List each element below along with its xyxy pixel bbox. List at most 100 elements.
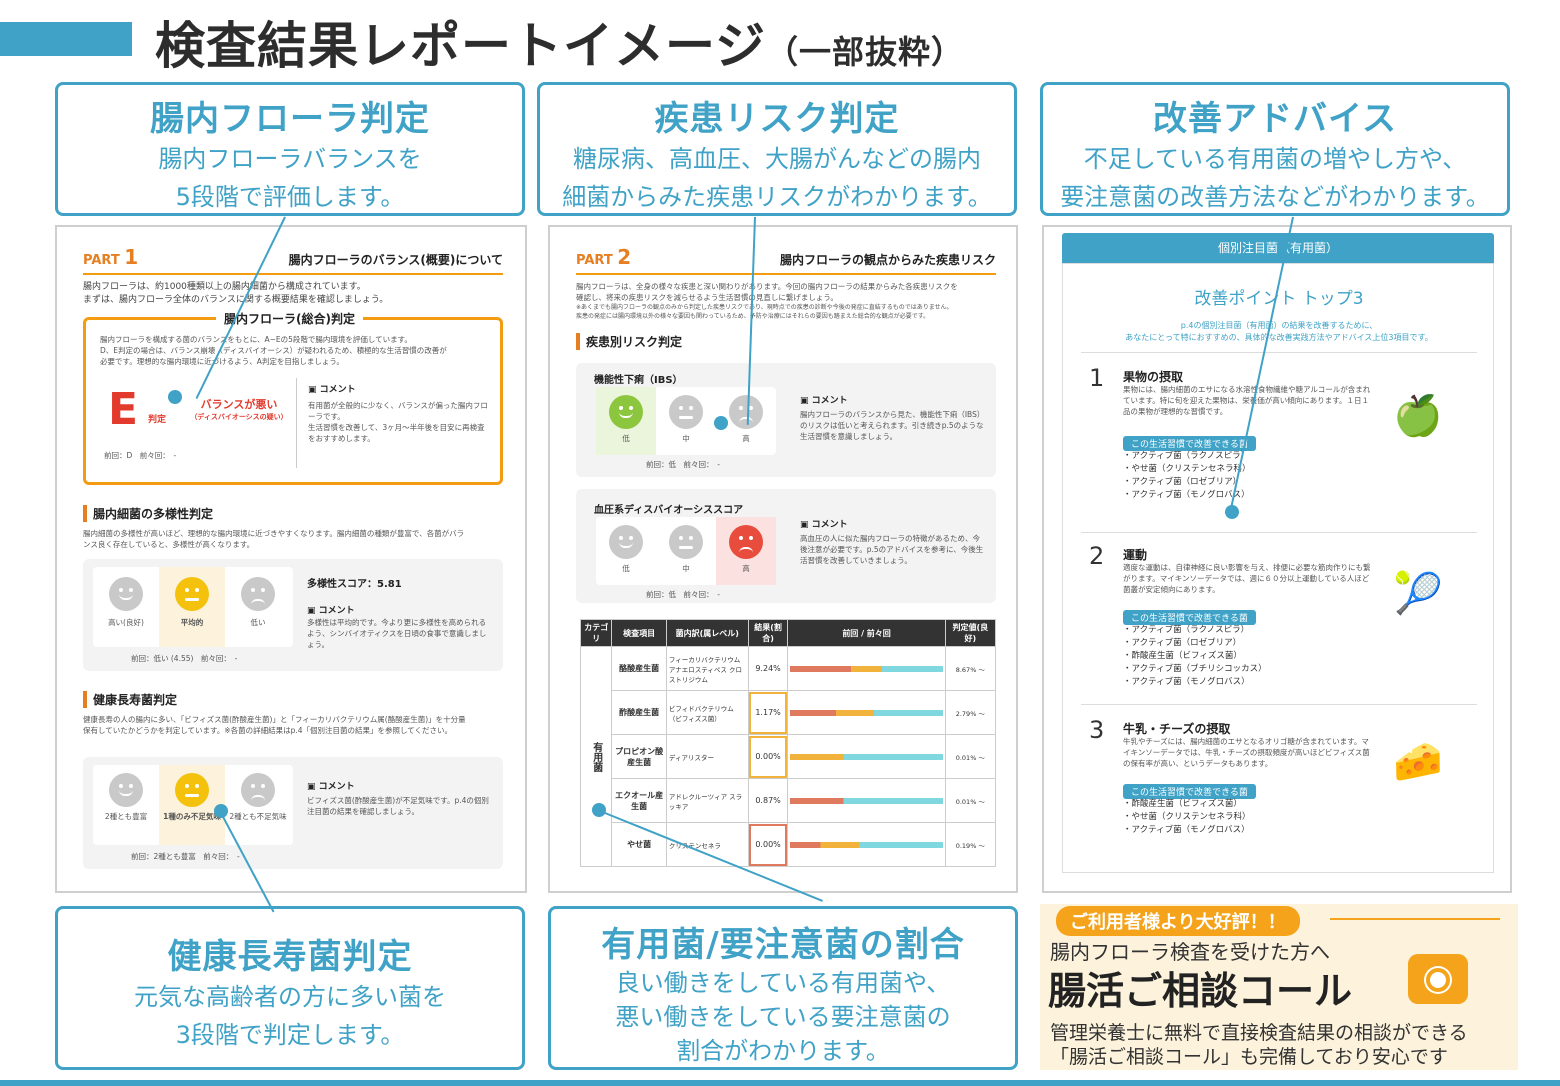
longevity-prev: 前回：2種とも豊富 前々回： -: [131, 852, 240, 861]
part2-divider: [576, 273, 996, 275]
table-row-genus: ディアリスター: [665, 734, 749, 779]
diversity-prev: 前回：低い (4.55) 前々回： -: [131, 654, 238, 663]
flora-prev: 前回：D 前々回： -: [104, 451, 177, 460]
table-row-bar: [787, 646, 946, 691]
ibs-title: 機能性下痢（IBS）: [594, 375, 683, 386]
bp-comment: 高血圧の人に似た腸内フローラの特徴があるため、今後注意が必要です。p.5のアドバ…: [800, 534, 984, 565]
face-sad-icon: [241, 773, 275, 807]
table-row-genus: クリステンセネラ: [665, 822, 749, 867]
face-sad-icon: [729, 525, 763, 559]
advice-title: 改善ポイント トップ3: [1194, 289, 1364, 309]
part2-note2: 疾患の発症には腸内環境以外の様々な要因も関わっているため、予防や治療にはそれらの…: [576, 313, 930, 320]
flora-box-text2: D、E判定の場合は、バランス崩壊（ディスバイオーシス）が疑われるため、積極的な生…: [100, 346, 447, 355]
ibs-face-label-low: 低: [622, 434, 630, 443]
table-row-ref: 8.67% 〜: [944, 646, 997, 691]
connector-dot: [592, 803, 606, 817]
callout-disease-line2: 細菌からみた疾患リスクがわかります。: [562, 183, 992, 211]
advice-point-number: 1: [1089, 364, 1105, 392]
table-row-bar: [787, 778, 946, 823]
part1-title: 腸内フローラのバランス(概要)について: [288, 253, 503, 267]
longevity-face-label-2: 1種のみ不足気味: [163, 812, 221, 821]
th-prev: 前回 / 前々回: [787, 619, 946, 647]
advice-point-number: 2: [1089, 542, 1105, 570]
diversity-face-label-high: 高い(良好): [108, 618, 144, 627]
table-row-item: エクオール産生菌: [611, 778, 667, 823]
flora-comment1: 有用菌が全般的に少なく、バランスが偏った腸内フローラです。: [308, 401, 488, 421]
advice-item: アクティブ菌（モノグロバス）: [1123, 824, 1251, 837]
longevity-face-label-3: 2種とも不足気味: [229, 812, 287, 821]
advice-point-title: 果物の摂取: [1123, 370, 1184, 384]
advice-item: 酢酸産生菌（ビフィズス菌）: [1123, 798, 1251, 811]
advice-tag: この生活習慣で改善できる菌: [1123, 432, 1256, 451]
advice-point-3: 3 牛乳・チーズの摂取 牛乳やチーズには、腸内細菌のエサとなるオリゴ糖が含まれて…: [1081, 714, 1477, 864]
bp-faces: 低 中 高: [596, 517, 776, 585]
table-row-bar: [787, 690, 946, 735]
report-panel-part2: PART 2 腸内フローラの観点からみた疾患リスク 腸内フローラは、全身の様々な…: [548, 225, 1018, 893]
table-row-item: やせ菌: [611, 822, 667, 867]
page-title-text: 検査結果レポートイメージ: [155, 17, 766, 75]
advice-item: アクティブ菌（ブチリシコッカス）: [1123, 663, 1267, 676]
flora-comment-label: ▣ コメント: [308, 385, 356, 395]
connector-dot: [168, 390, 182, 404]
advice-item: アクティブ菌（モノグロバス）: [1123, 489, 1251, 502]
callout-longevity: 健康長寿菌判定 元気な高齢者の方に多い菌を 3段階で判定します。: [55, 906, 525, 1070]
part-label: PART 2: [576, 245, 632, 269]
diversity-face-label-mid: 平均的: [180, 618, 204, 627]
bp-card: 血圧系ディスバイオーシススコア 低 中 高 前回：低 前々回： - ▣ コメント…: [576, 489, 996, 603]
advice-tag: この生活習慣で改善できる菌: [1123, 606, 1256, 625]
face-smile-icon: [609, 395, 643, 429]
advice-point-title: 牛乳・チーズの摂取: [1123, 722, 1231, 736]
table-row-item: 酢酸産生菌: [611, 690, 667, 735]
longevity-faces: 2種とも豊富 1種のみ不足気味 2種とも不足気味: [93, 765, 293, 845]
bp-title: 血圧系ディスバイオーシススコア: [594, 505, 744, 516]
report-panel-advice: 個別注目菌（有用菌） 改善ポイント トップ3 p.4の個別注目菌（有用菌）の結果…: [1042, 225, 1512, 893]
callout-disease-line1: 糖尿病、高血圧、大腸がんなどの腸内: [573, 145, 981, 173]
connector-dot: [214, 804, 228, 818]
flora-comment2: 生活習慣を改善して、3ヶ月〜半年後を目安に再検査をおすすめします。: [308, 423, 485, 443]
bottom-accent-bar: [0, 1080, 1560, 1086]
diversity-text1: 腸内細菌の多様性が高いほど、理想的な腸内環境に近づきやすくなります。腸内細菌の種…: [83, 529, 465, 538]
advice-item: やせ菌（クリステンセネラ科）: [1123, 811, 1251, 824]
callout-ratio-line2: 悪い働きをしている要注意菌の: [615, 1003, 951, 1031]
part1-divider: [83, 273, 503, 275]
callout-flora-line1: 腸内フローラバランスを: [158, 145, 422, 173]
table-row-item: プロピオン酸産生菌: [611, 734, 667, 779]
ibs-card: 機能性下痢（IBS） 低 中 高 前回：低 前々回： - ▣ コメント 腸内フロ…: [576, 363, 996, 477]
advice-intro1: p.4の個別注目菌（有用菌）の結果を改善するために、: [1180, 321, 1378, 330]
diversity-faces: 高い(良好) 平均的 低い: [93, 567, 293, 647]
flora-judgement-box: 腸内フローラ(総合)判定 腸内フローラを構成する菌のバランスをもとに、A~Eの5…: [83, 310, 503, 485]
telephone-icon: [1408, 954, 1468, 1004]
advice-point-text: 牛乳やチーズには、腸内細菌のエサとなるオリゴ糖が含まれています。マイキンソーデー…: [1123, 737, 1370, 768]
longevity-face-label-1: 2種とも豊富: [104, 812, 148, 821]
page-subtitle: （一部抜粋）: [766, 33, 965, 71]
promo-line1: 腸内フローラ検査を受けた方へ: [1050, 940, 1330, 964]
ibs-comment-label: ▣ コメント: [800, 396, 848, 406]
bacteria-table: カテゴリ 検査項目 菌内訳(属レベル) 結果(割合) 前回 / 前々回 判定値(…: [579, 619, 997, 867]
advice-divider: [1081, 352, 1477, 353]
callout-advice-heading: 改善アドバイス: [1153, 99, 1397, 139]
bp-face-label-mid: 中: [682, 564, 690, 573]
part2-intro1: 腸内フローラは、全身の様々な疾患と深い関わりがあります。今回の腸内フローラの結果…: [576, 282, 958, 291]
flora-grade-result-sub: （ディスバイオーシスの疑い）: [190, 413, 288, 421]
callout-ratio-line1: 良い働きをしている有用菌や、: [615, 969, 951, 997]
th-result: 結果(割合): [747, 619, 789, 647]
face-neutral-icon: [669, 525, 703, 559]
title-accent-bar: [0, 22, 132, 56]
longevity-text1: 健康長寿の人の腸内に多い、「ビフィズス菌(酢酸産生菌)」と「フィーカリバクテリウ…: [83, 715, 466, 724]
th-ref: 判定値(良好): [944, 619, 997, 647]
advice-divider: [1081, 704, 1477, 705]
face-sad-icon: [241, 577, 275, 611]
advice-body: 改善ポイント トップ3 p.4の個別注目菌（有用菌）の結果を改善するために、 あ…: [1062, 263, 1494, 873]
face-smile-icon: [109, 773, 143, 807]
face-neutral-icon: [175, 577, 209, 611]
table-row-value: 9.24%: [747, 646, 789, 691]
advice-divider: [1081, 532, 1477, 533]
flora-grade: E: [108, 384, 139, 435]
callout-disease: 疾患リスク判定 糖尿病、高血圧、大腸がんなどの腸内 細菌からみた疾患リスクがわか…: [537, 82, 1017, 216]
face-sad-icon: [729, 395, 763, 429]
table-row-ref: 2.79% 〜: [944, 690, 997, 735]
advice-point-number: 3: [1089, 716, 1105, 744]
promo-headline: 腸活ご相談コール: [1048, 969, 1353, 1013]
part2-title: 腸内フローラの観点からみた疾患リスク: [779, 253, 996, 267]
promo-line3: 「腸活ご相談コール」も完備しており安心です: [1050, 1046, 1448, 1068]
